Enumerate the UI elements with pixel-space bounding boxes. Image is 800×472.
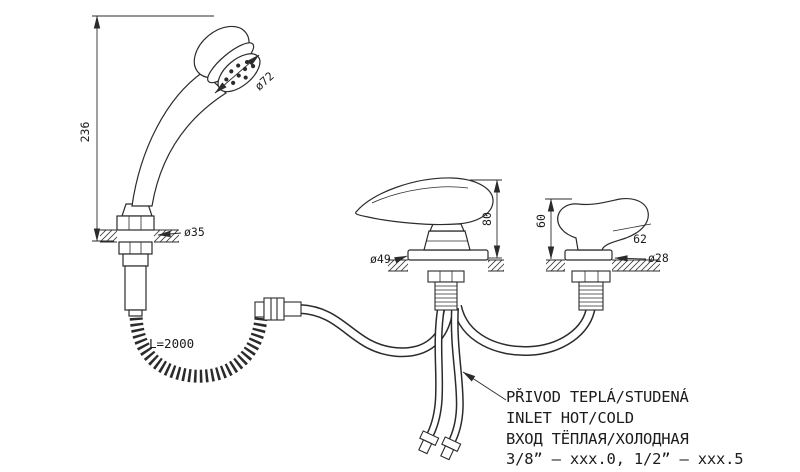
dim-mixer-height: 80 — [480, 212, 494, 226]
note-czech: PŘIVOD TEPLÁ/STUDENÁ — [506, 387, 690, 406]
deck-cut-shower — [100, 229, 179, 243]
hose-connector — [254, 297, 302, 321]
dim-mixer-base-diameter: ø49 — [370, 252, 391, 266]
handset-handle — [131, 71, 227, 207]
note-english: INLET HOT/COLD — [506, 409, 634, 427]
dim-spout-base-diameter: ø28 — [648, 251, 669, 265]
inlet-note: PŘIVOD TEPLÁ/STUDENÁ INLET HOT/COLD ВХОД… — [462, 371, 744, 468]
connection-pipe-left — [299, 304, 454, 358]
deck-cut-mixer — [388, 259, 504, 272]
dim-spout-projection: 62 — [633, 232, 647, 246]
connection-pipe-right — [452, 304, 596, 357]
spout-shank — [571, 270, 611, 311]
thread-lines — [579, 285, 603, 307]
note-russian: ВХОД ТЁПЛАЯ/ХОЛОДНАЯ — [506, 429, 689, 448]
inlet-hose-fitting-right — [440, 436, 462, 461]
mixer-shank — [427, 270, 465, 311]
inlet-note-arrow — [462, 371, 507, 401]
thread-lines — [435, 285, 457, 307]
deck-cut-spout — [546, 259, 660, 272]
mixer-lever — [355, 177, 494, 226]
shower-hose — [129, 311, 268, 383]
dim-holder-diameter: ø35 — [184, 225, 205, 239]
shower-holder — [116, 203, 155, 317]
spout — [557, 197, 649, 261]
dim-handset-height: 236 — [78, 122, 92, 143]
mixer — [355, 177, 494, 261]
dim-spout-height: 60 — [534, 214, 548, 228]
inlet-hoses — [425, 307, 464, 445]
hand-shower — [131, 25, 261, 207]
dim-hose-length: L=2000 — [149, 336, 194, 351]
dimension-lines — [92, 15, 652, 264]
note-thread-spec: 3/8” – xxx.0, 1/2” – xxx.5 — [506, 450, 743, 468]
inlet-hose-fitting-left — [418, 430, 440, 455]
